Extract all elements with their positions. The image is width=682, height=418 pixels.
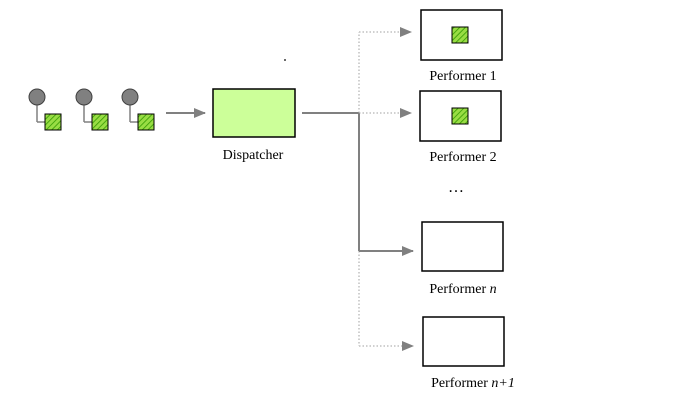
message-icon <box>137 113 155 131</box>
performer-n: Performer n <box>421 221 504 297</box>
dot-mark <box>284 59 286 61</box>
performer-1: Performer 1 <box>420 9 503 84</box>
message-2 <box>75 88 109 131</box>
performer-label: Performer 2 <box>429 150 496 165</box>
message-1 <box>28 88 62 131</box>
message-icon <box>44 113 62 131</box>
endpoint-icon <box>75 88 93 106</box>
performer-2: Performer 2 <box>419 90 502 165</box>
ellipsis: … <box>448 179 464 196</box>
performer-label: Performer n <box>429 282 496 297</box>
message-icon <box>451 26 469 44</box>
endpoint-icon <box>121 88 139 106</box>
performer-label: Performer n+1 <box>431 376 515 391</box>
dispatcher-label: Dispatcher <box>223 148 284 163</box>
performer-label: Performer 1 <box>429 69 496 84</box>
message-icon <box>451 107 469 125</box>
endpoint-icon <box>28 88 46 106</box>
performer-n-plus-1: Performer n+1 <box>422 316 515 391</box>
message-icon <box>91 113 109 131</box>
performer-box <box>422 316 505 367</box>
message-3 <box>121 88 155 131</box>
dispatcher-box <box>212 88 296 138</box>
performer-box <box>421 221 504 272</box>
